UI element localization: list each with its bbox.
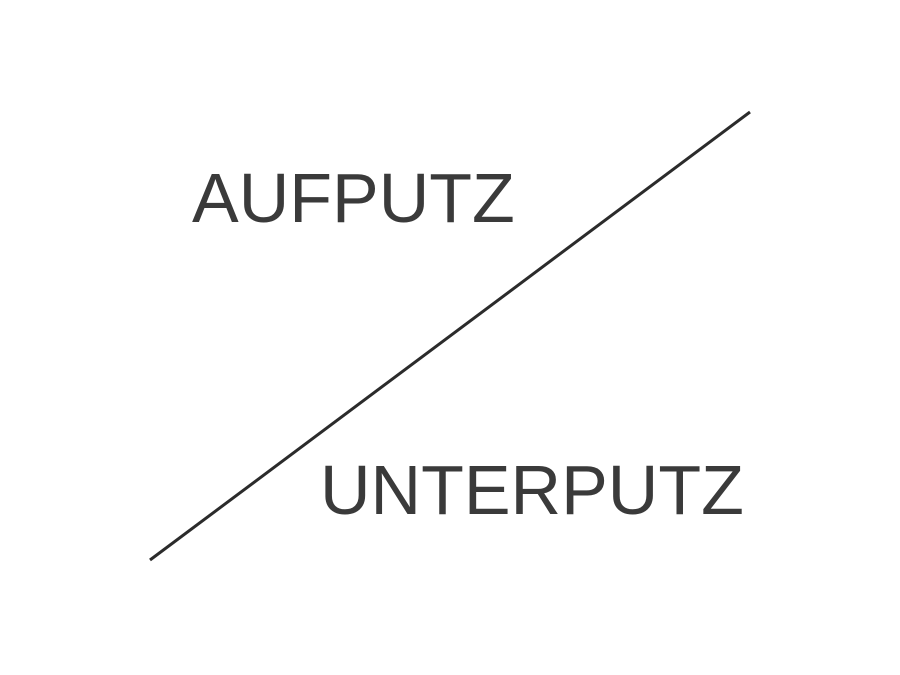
- label-unterputz: UNTERPUTZ: [320, 451, 744, 529]
- label-aufputz: AUFPUTZ: [192, 159, 515, 237]
